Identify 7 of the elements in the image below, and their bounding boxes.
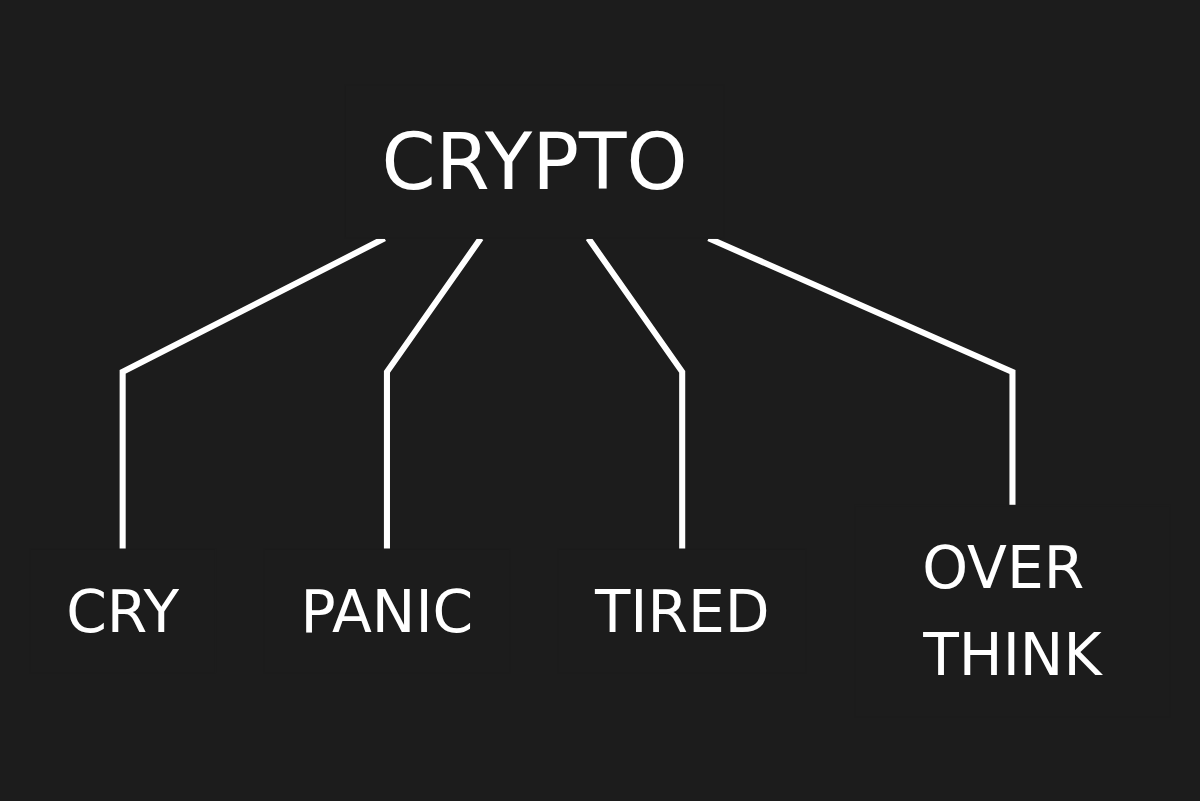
connector: [585, 236, 686, 549]
node-text: PANIC: [300, 576, 474, 645]
node-text: CRYPTO: [381, 116, 688, 207]
connector: [383, 236, 484, 549]
node-text: OVER THINK: [922, 532, 1102, 689]
node-text: TIRED: [594, 576, 770, 645]
node-text: CRY: [66, 576, 180, 645]
